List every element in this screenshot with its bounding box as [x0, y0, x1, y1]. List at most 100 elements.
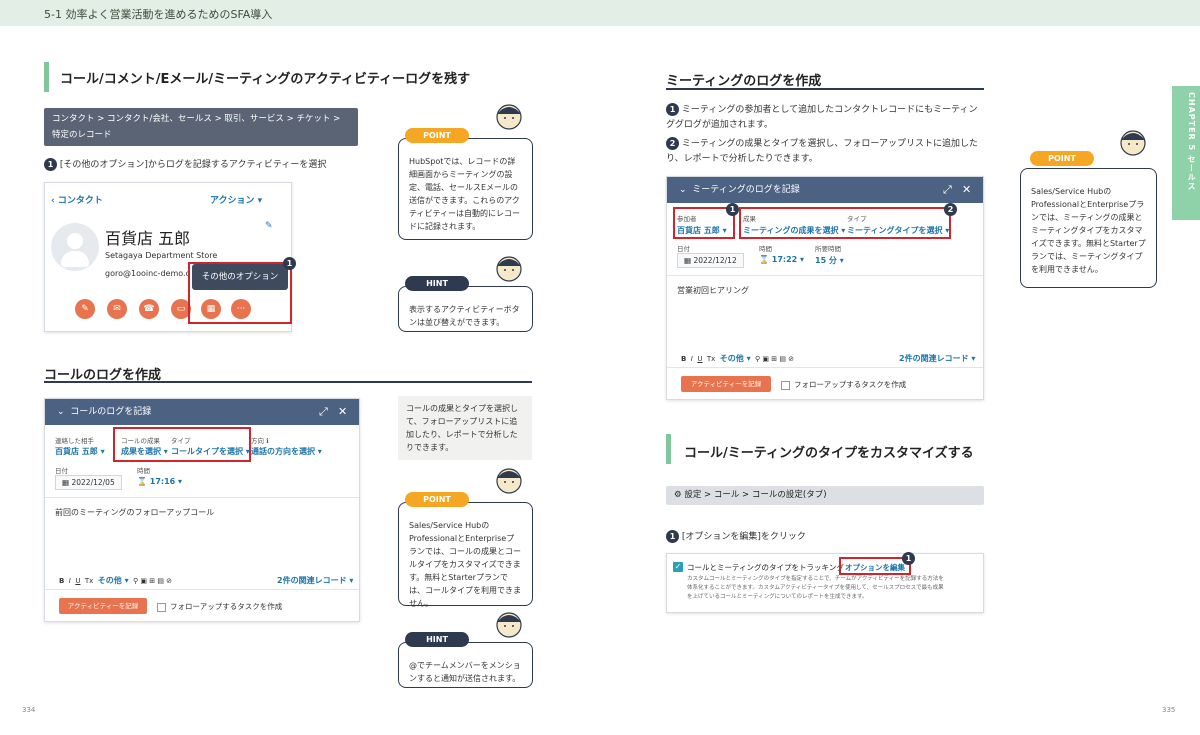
field-label: タイプ	[847, 215, 867, 223]
option-label: コールとミーティングのタイプをトラッキング	[687, 563, 844, 572]
contact-name: 百貨店 五郎	[105, 229, 191, 248]
call-log-panel: ⌄ コールのログを記録 ⤢ ✕ 連絡した相手 百貨店 五郎 ▾ コールの成果 成…	[44, 398, 360, 622]
step-number: 1	[44, 158, 57, 171]
highlight-box	[113, 427, 251, 462]
hint-text: @でチームメンバーをメンションすると通知が送信されます。	[409, 661, 521, 683]
edit-options-link[interactable]: オプションを編集	[845, 563, 905, 572]
contact-select[interactable]: 百貨店 五郎 ▾	[55, 447, 105, 456]
more-menu[interactable]: その他 ▾	[719, 354, 751, 363]
section-title: コール/コメント/Eメール/ミーティングのアクティビティーログを残す	[60, 72, 471, 87]
checkbox-checked-icon[interactable]: ✓	[673, 562, 683, 572]
chapter-side-tab	[1172, 86, 1200, 220]
log-activity-button[interactable]: アクティビティーを記録	[59, 598, 147, 614]
task-icon[interactable]: ▭	[171, 299, 191, 319]
option-card: ✓ コールとミーティングのタイプをトラッキング オプションを編集 カスタムコール…	[666, 553, 984, 613]
more-menu[interactable]: その他 ▾	[97, 576, 129, 585]
highlight-box	[839, 557, 911, 575]
field-label: タイプ	[171, 437, 191, 445]
settings-path-text: 設定 > コール > コールの設定(タブ)	[684, 490, 827, 500]
email-icon[interactable]: ✉	[107, 299, 127, 319]
option-description: カスタムコールとミーティングのタイプを指定することで、チームがアクティビティーを…	[687, 575, 979, 602]
highlight-box	[188, 262, 292, 324]
contact-card: ‹ コンタクト アクション ▾ ✎ 百貨店 五郎 Setagaya Depart…	[44, 182, 292, 332]
point-box: Sales/Service HubのProfessionalとEnterpris…	[1020, 168, 1157, 288]
note-body[interactable]: 営業初回ヒアリング	[677, 286, 749, 295]
type-select[interactable]: ミーティングタイプを選択 ▾	[847, 226, 950, 235]
note-icon[interactable]: ✎	[75, 299, 95, 319]
point-box: Sales/Service HubのProfessionalとEnterpris…	[398, 502, 533, 608]
meeting-log-panel: ⌄ ミーティングのログを記録 ⤢ ✕ 参加者 百貨店 五郎 ▾ 成果 ミーティン…	[666, 176, 984, 400]
section-accent	[44, 62, 49, 92]
hint-box: 表示するアクティビティーボタンは並び替えができます。	[398, 286, 533, 332]
expand-icon[interactable]: ⤢	[319, 405, 328, 418]
chapter-title: 5-1 効率よく営業活動を進めるためのSFA導入	[44, 8, 273, 21]
collapse-icon[interactable]: ⌄	[57, 407, 65, 417]
chapter-header: 5-1 効率よく営業活動を進めるためのSFA導入	[0, 0, 1200, 26]
result-select[interactable]: 成果を選択 ▾	[121, 447, 168, 456]
field-label: 時間	[137, 467, 150, 475]
panel-title: コールのログを記録	[70, 407, 152, 417]
tooltip: その他のオプション	[192, 264, 288, 290]
breadcrumb: コンタクト > コンタクト/会社、セールス > 取引、サービス > チケット >…	[44, 108, 358, 146]
point-text: Sales/Service HubのProfessionalとEnterpris…	[409, 521, 521, 608]
page-number: 334	[22, 706, 36, 714]
phone-icon[interactable]: ☎	[139, 299, 159, 319]
point-badge: POINT	[405, 492, 469, 507]
field-label: 成果	[743, 215, 756, 223]
contact-email: goro@1ooinc-demo.c	[105, 269, 190, 278]
step-text: ミーティングの参加者として追加したコンタクトレコードにもミーティンググログが追加…	[666, 105, 978, 130]
hint-badge: HINT	[405, 276, 469, 291]
step-text: ミーティングの成果とタイプを選択し、フォローアップリストに追加したり、レポートで…	[666, 139, 978, 164]
followup-task-checkbox[interactable]: フォローアップするタスクを作成	[157, 601, 282, 612]
date-input[interactable]: ▦ 2022/12/12	[677, 253, 744, 268]
result-select[interactable]: ミーティングの成果を選択 ▾	[743, 226, 846, 235]
related-records[interactable]: 2件の関連レコード ▾	[899, 354, 976, 363]
collapse-icon[interactable]: ⌄	[679, 185, 687, 195]
hint-badge: HINT	[405, 632, 469, 647]
section-rule	[666, 88, 984, 90]
description-line: 体系化することができます。カスタムアクティビティータイプを使用して、セールスプロ…	[687, 585, 944, 591]
expand-icon[interactable]: ⤢	[943, 183, 952, 196]
section-accent	[666, 434, 671, 464]
close-icon[interactable]: ✕	[338, 405, 348, 418]
panel-header: ⌄ コールのログを記録 ⤢ ✕	[45, 399, 359, 425]
section-title: ミーティングのログを作成	[666, 74, 822, 89]
close-icon[interactable]: ✕	[962, 183, 972, 196]
attendee-select[interactable]: 百貨店 五郎 ▾	[677, 226, 727, 235]
time-select[interactable]: ⌛ 17:22 ▾	[759, 255, 805, 264]
format-toolbar[interactable]: B I U Tx その他 ▾ ⚲ ▣ ⊞ ▤ ⊘	[59, 576, 173, 585]
chapter-side-label: CHAPTER 5 セールス	[1187, 92, 1196, 191]
person-icon	[496, 104, 522, 130]
format-toolbar[interactable]: B I U Tx その他 ▾ ⚲ ▣ ⊞ ▤ ⊘	[681, 354, 795, 363]
hint-text: 表示するアクティビティーボタンは並び替えができます。	[409, 305, 520, 327]
step-2: 2 ミーティングの成果とタイプを選択し、フォローアップリストに追加したり、レポー…	[666, 137, 984, 167]
time-select[interactable]: ⌛ 17:16 ▾	[137, 477, 183, 486]
meeting-icon[interactable]: ▦	[201, 299, 221, 319]
highlight-box	[739, 207, 951, 239]
direction-select[interactable]: 通話の方向を選択 ▾	[251, 447, 322, 456]
duration-select[interactable]: 15 分 ▾	[815, 256, 844, 265]
note-body[interactable]: 前回のミーティングのフォローアップコール	[55, 508, 215, 517]
edit-icon[interactable]: ✎	[265, 221, 273, 231]
more-options-icon[interactable]: ···	[231, 299, 251, 319]
divider	[45, 497, 359, 498]
back-link[interactable]: ‹ コンタクト	[51, 196, 103, 206]
note-box: コールの成果とタイプを選択して、フォローアップリストに追加したり、レポートで分析…	[398, 396, 532, 460]
breadcrumb-line: コンタクト > コンタクト/会社、セールス > 取引、サービス > チケット >	[52, 114, 341, 124]
log-activity-button[interactable]: アクティビティーを記録	[681, 376, 771, 392]
step-3: 1 [オプションを編集]をクリック	[666, 530, 806, 545]
step-text: [オプションを編集]をクリック	[681, 532, 806, 542]
type-select[interactable]: コールタイプを選択 ▾	[171, 447, 250, 456]
field-label: コールの成果	[121, 437, 160, 445]
point-badge: POINT	[405, 128, 469, 143]
person-icon	[496, 256, 522, 282]
contact-company: Setagaya Department Store	[105, 251, 218, 260]
panel-header: ⌄ ミーティングのログを記録 ⤢ ✕	[667, 177, 983, 203]
related-records[interactable]: 2件の関連レコード ▾	[277, 576, 354, 585]
date-input[interactable]: ▦ 2022/12/05	[55, 475, 122, 490]
field-label: 日付	[55, 467, 68, 475]
hint-box: @でチームメンバーをメンションすると通知が送信されます。	[398, 642, 533, 688]
followup-task-checkbox[interactable]: フォローアップするタスクを作成	[781, 379, 906, 390]
person-icon	[496, 612, 522, 638]
action-menu[interactable]: アクション ▾	[210, 196, 263, 206]
